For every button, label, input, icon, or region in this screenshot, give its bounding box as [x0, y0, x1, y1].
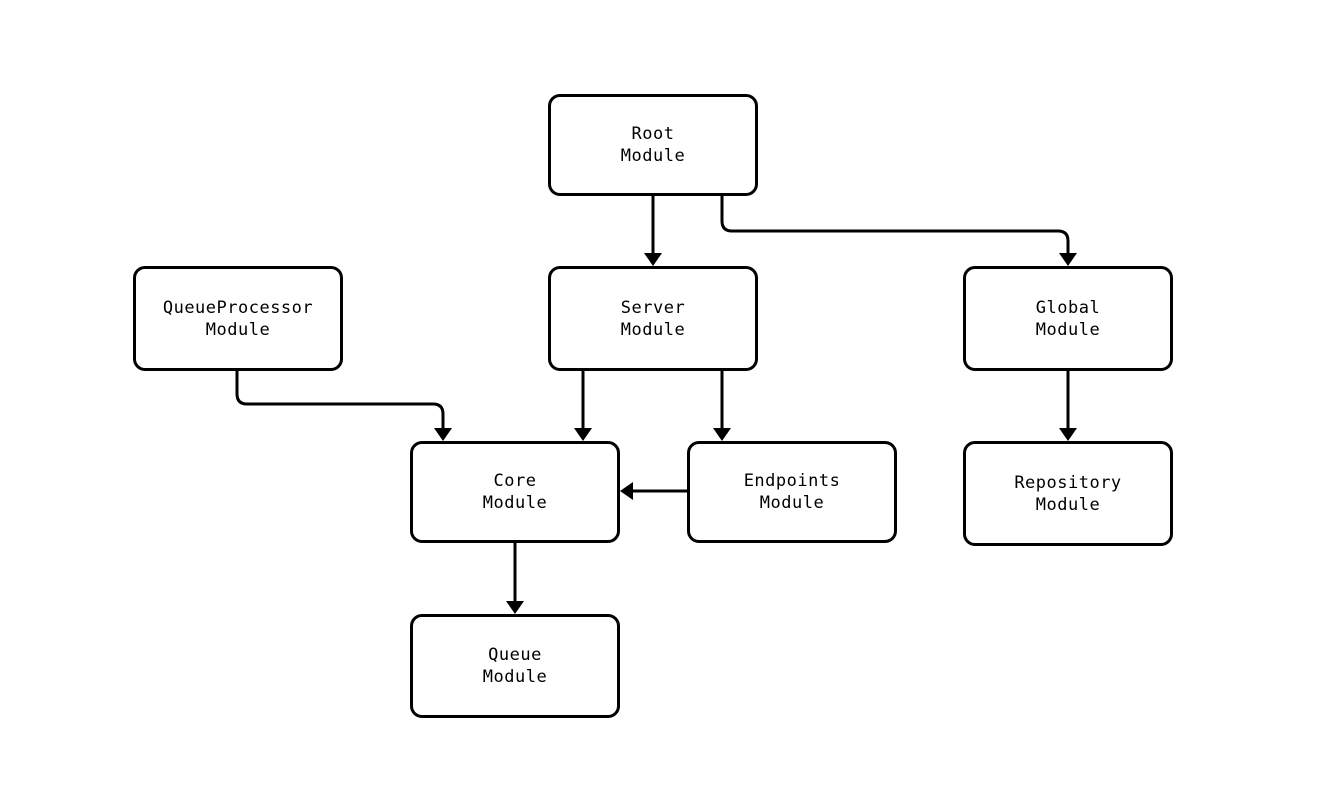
node-repository-title: Repository: [1014, 472, 1122, 493]
edge-root-to-global: [720, 196, 1070, 257]
node-queue-title: Queue: [488, 645, 542, 665]
node-server-subtitle: Module: [620, 319, 686, 340]
node-repository-subtitle: Module: [1035, 494, 1101, 515]
node-queueprocessor-subtitle: Module: [205, 319, 271, 340]
arrowhead-server-to-endpoints: [713, 428, 731, 441]
node-endpoints-title: Endpoints: [743, 471, 841, 491]
edge-queueprocessor-to-core: [235, 371, 445, 432]
node-global-title: Global: [1035, 297, 1101, 318]
arrowhead-queueprocessor-to-core: [434, 428, 452, 441]
arrowhead-global-to-repository: [1059, 428, 1077, 441]
arrowhead-endpoints-to-core: [620, 482, 633, 500]
arrowhead-core-to-queue: [506, 601, 524, 614]
node-core-subtitle: Module: [482, 493, 548, 513]
node-endpoints-subtitle: Module: [759, 493, 825, 513]
edges-group: [235, 196, 1070, 605]
arrowhead-server-to-core: [574, 428, 592, 441]
node-queueprocessor-title: QueueProcessor: [162, 297, 314, 318]
arrowhead-root-to-server: [644, 253, 662, 266]
arrowhead-root-to-global: [1059, 253, 1077, 266]
arrowheads-group: [434, 253, 1077, 614]
node-core-title: Core: [493, 471, 537, 491]
node-global-subtitle: Module: [1035, 319, 1101, 340]
node-server-title: Server: [620, 297, 686, 318]
node-root-subtitle: Module: [620, 146, 686, 166]
node-root-title: Root: [631, 124, 675, 144]
node-queue-subtitle: Module: [482, 667, 548, 687]
